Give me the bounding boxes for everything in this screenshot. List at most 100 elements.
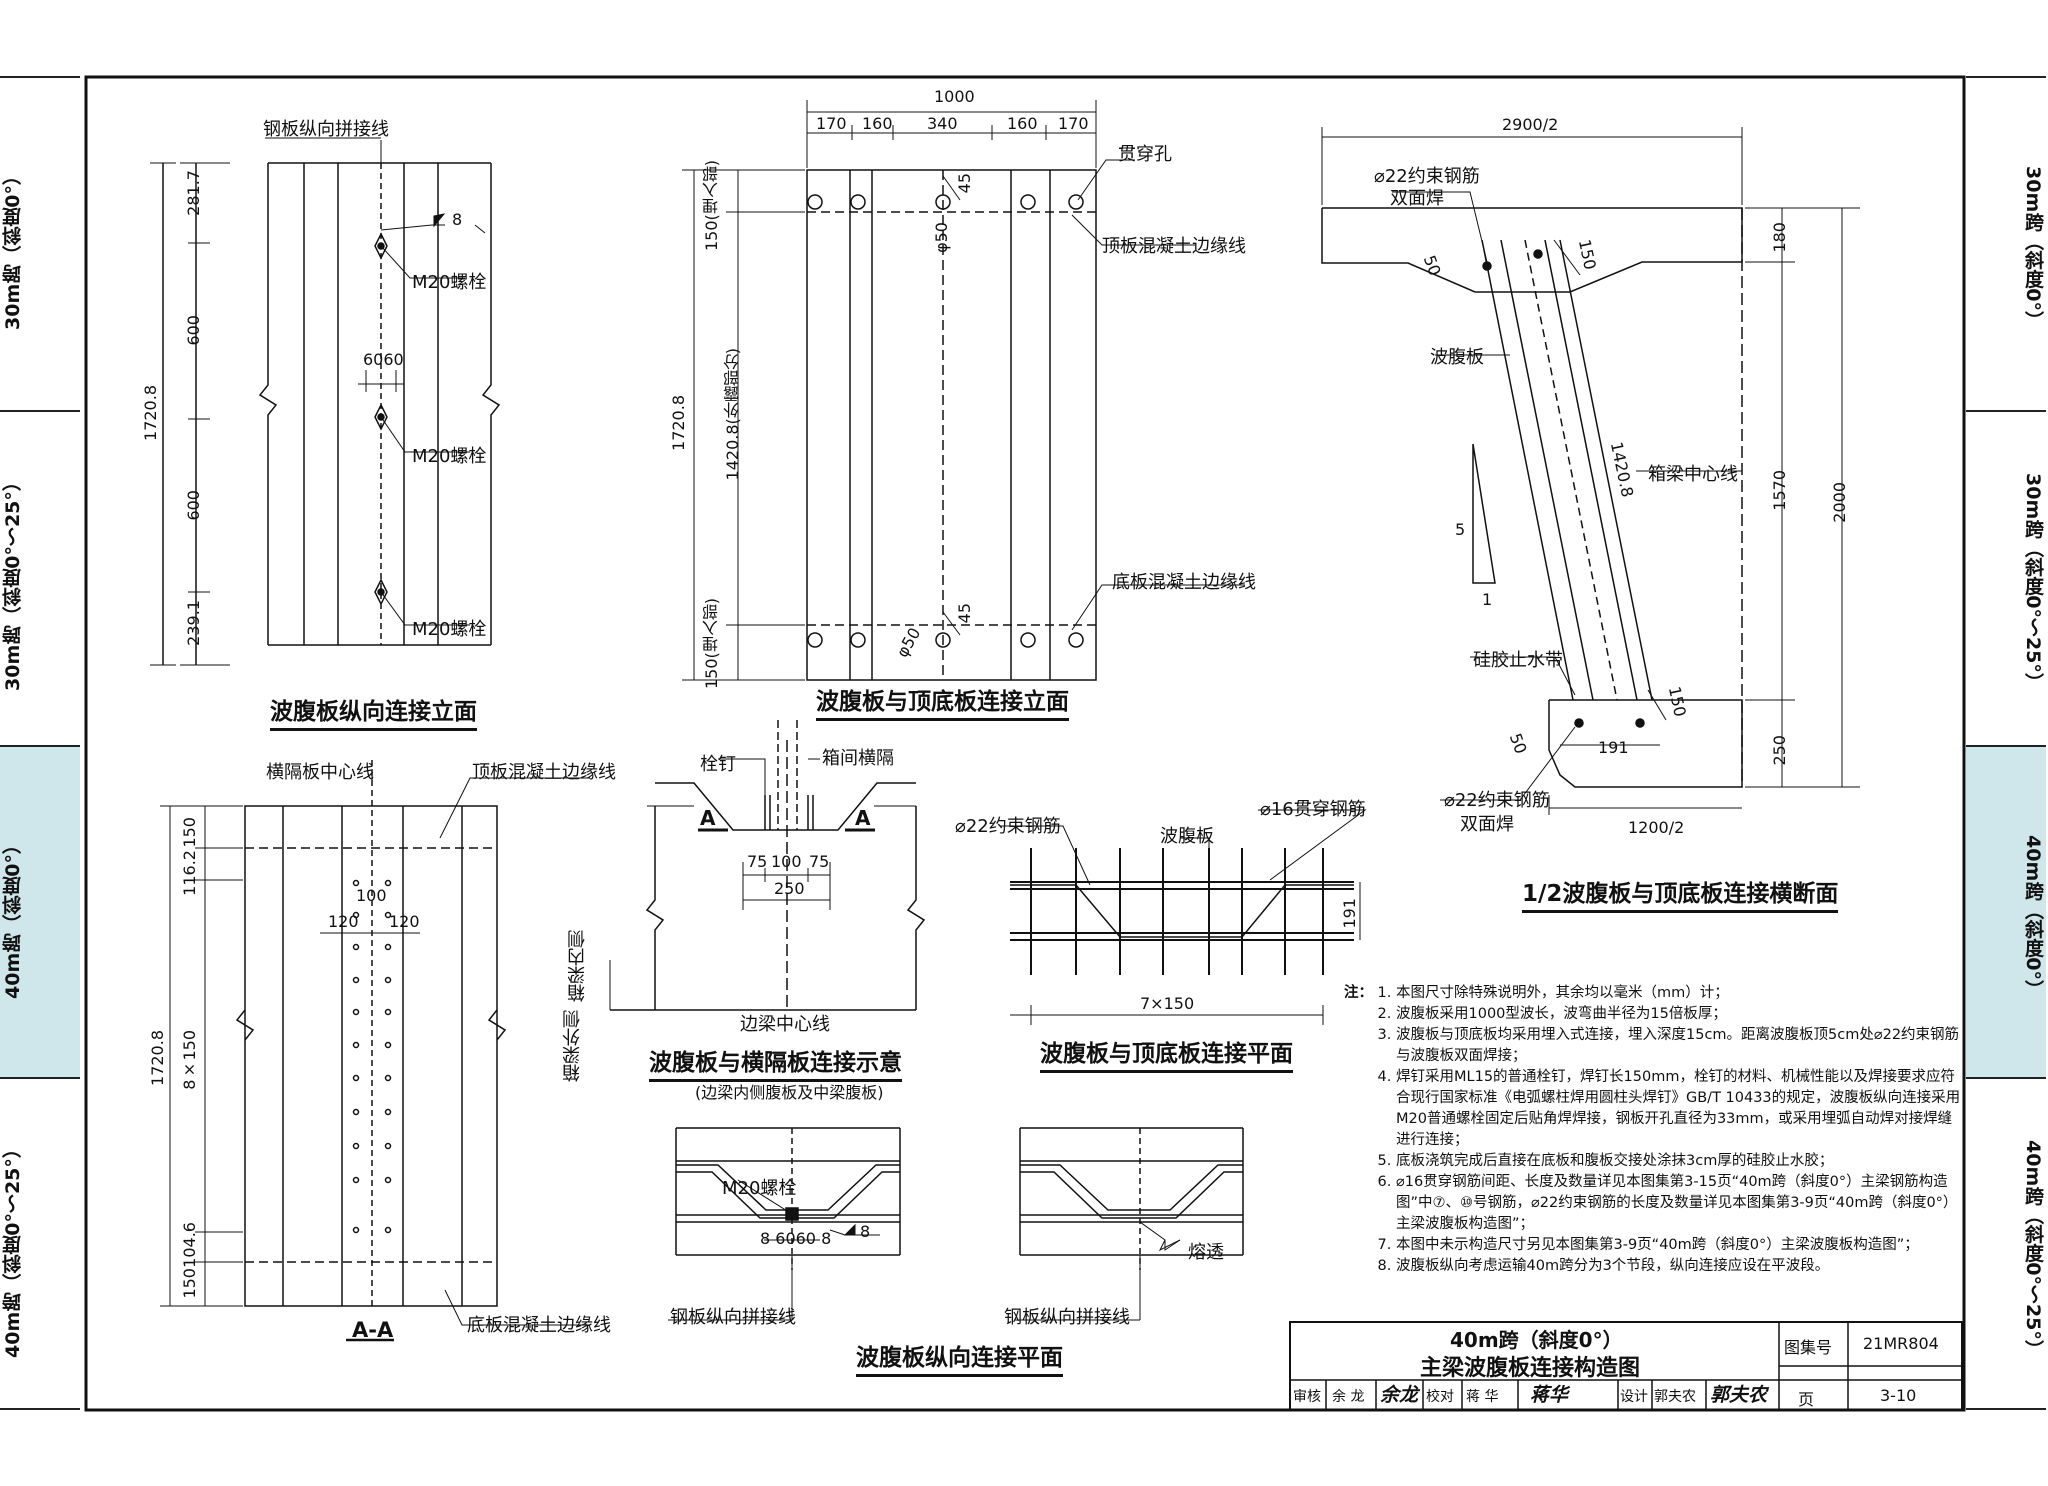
left-tab-1[interactable]: 30m跨（斜度0°） — [0, 76, 80, 410]
notes-head: 注： — [1344, 985, 1373, 1001]
title-block-lines — [1289, 1321, 1963, 1411]
fig5-diaphragm: 箱间横隔 — [822, 748, 894, 769]
check-signature: 蒋华 — [1530, 1384, 1569, 1406]
fig5-a-left: A — [700, 806, 716, 830]
fig-aa-dim-150b: 150 — [180, 1268, 199, 1299]
fig-aa-diaphragm-cl: 横隔板中心线 — [266, 762, 374, 783]
page-label: 页 — [1798, 1390, 1815, 1409]
right-tab-3[interactable]: 40m跨（斜度0°） — [1966, 745, 2046, 1077]
atlas-label: 图集号 — [1784, 1338, 1833, 1357]
fig2-total: 1720.8 — [669, 395, 688, 451]
fig6-dim-191: 191 — [1340, 898, 1359, 929]
fig-long-elev-dim-600b: 600 — [184, 490, 203, 521]
fig-long-elev-dim-weld8: 8 — [452, 210, 463, 229]
right-tab-4-label: 40m跨（斜度0°～25°） — [2022, 1139, 2044, 1359]
fig7-weld8: 8 — [860, 1222, 871, 1241]
left-tab-2[interactable]: 30m跨（斜度0°～25°） — [0, 410, 80, 745]
fig-aa-dim-104: 104.6 — [180, 1222, 199, 1268]
fig3-weld-bot: 双面焊 — [1460, 814, 1514, 835]
fig-aa-dim-120b: 120 — [389, 912, 420, 931]
fig2-dim-160a: 160 — [862, 114, 893, 133]
fig-aa-dim-120a: 120 — [328, 912, 359, 931]
fig-long-plan-lines — [668, 1127, 1244, 1321]
fig-aa-dim-total: 1720.8 — [148, 1030, 167, 1086]
fig2-hole-dia-top: φ50 — [932, 222, 951, 253]
fig5-a-right: A — [855, 806, 871, 830]
title-block-line1: 40m跨（斜度0°） — [1450, 1328, 1623, 1352]
fig5-subtitle: (边梁内侧腹板及中梁腹板) — [695, 1083, 884, 1102]
fig3-dim-2000: 2000 — [1830, 482, 1849, 523]
fig2-embed-bottom: 150(埋入部) — [702, 598, 721, 690]
left-tab-3[interactable]: 40m跨（斜度0°） — [0, 745, 80, 1077]
review-label: 审核 — [1293, 1389, 1321, 1405]
title-block: 40m跨（斜度0°） 主梁波腹板连接构造图 图集号 21MR804 审核 余 龙… — [1290, 1322, 1962, 1410]
left-tab-4[interactable]: 40m跨（斜度0°～25°） — [0, 1077, 80, 1410]
right-tab-2[interactable]: 30m跨（斜度0°～25°） — [1966, 410, 2046, 745]
fig-diaphragm-lines — [609, 720, 926, 1011]
fig7-bolt: M20螺栓 — [722, 1178, 797, 1199]
check-label: 校对 — [1426, 1389, 1454, 1405]
fig-aa-lines — [160, 760, 590, 1342]
fig6-web: 波腹板 — [1160, 826, 1214, 847]
fig6-rebar16: ⌀16贯穿钢筋 — [1260, 799, 1366, 820]
fig-long-elev-bolt-1: M20螺栓 — [412, 272, 487, 293]
fig3-slope-v: 5 — [1455, 520, 1466, 539]
fig7-weld-through: 熔透 — [1188, 1242, 1224, 1263]
fig5-inner: 箱梁内侧 — [567, 930, 588, 1002]
fig3-title: 1/2波腹板与顶底板连接横断面 — [1522, 874, 1839, 913]
fig3-seal: 硅胶止水带 — [1473, 650, 1563, 671]
review-signature: 余龙 — [1380, 1384, 1419, 1406]
note-5: 底板浇筑完成后直接在底板和腹板交接处涂抹3cm厚的硅胶止水胶； — [1396, 1151, 1964, 1172]
fig5-dim-100: 100 — [771, 852, 802, 871]
fig2-top-edge-label: 顶板混凝土边缘线 — [1102, 236, 1246, 257]
fig2-through-hole-label: 贯穿孔 — [1118, 144, 1172, 165]
note-6: ⌀16贯穿钢筋间距、长度及数量详见本图集第3-15页“40m跨（斜度0°）主梁钢… — [1396, 1172, 1964, 1235]
fig7-dims: 8 6060 8 — [760, 1229, 832, 1248]
fig3-bot-width: 1200/2 — [1628, 818, 1685, 837]
fig-long-elev-dim-6060: 6060 — [363, 350, 404, 369]
fig3-dim-180: 180 — [1770, 222, 1789, 253]
fig3-web: 波腹板 — [1430, 347, 1484, 368]
fig7-splice-left: 钢板纵向拼接线 — [670, 1307, 796, 1328]
fig-plan-lines — [1000, 809, 1367, 1025]
fig-aa-top-edge: 顶板混凝土边缘线 — [472, 762, 616, 783]
fig-long-elev-title: 波腹板纵向连接立面 — [270, 692, 477, 731]
fig2-d45-top: 45 — [955, 173, 974, 194]
fig2-dim-340: 340 — [927, 114, 958, 133]
atlas-number: 21MR804 — [1863, 1334, 1939, 1353]
fig-long-elev-bolt-3: M20螺栓 — [412, 619, 487, 640]
design-label: 设计 — [1620, 1389, 1648, 1405]
fig-long-elev-dim-600a: 600 — [184, 315, 203, 346]
fig-aa-dim-8x150: 8×150 — [180, 1030, 199, 1090]
fig6-title: 波腹板与顶底板连接平面 — [1040, 1034, 1293, 1073]
fig3-box-cl: 箱梁中心线 — [1648, 464, 1738, 485]
fig-long-elev-dim-239: 239.1 — [184, 600, 203, 646]
note-8: 波腹板纵向考虑运输40m跨分为3个节段，纵向连接应设在平波段。 — [1396, 1256, 1964, 1277]
fig-long-elev-dim-total: 1720.8 — [141, 385, 160, 441]
fig2-exposed: 1420.8(外露部分) — [723, 348, 742, 481]
fig5-outer: 箱梁外侧 — [562, 1010, 583, 1082]
fig2-bottom-edge-label: 底板混凝土边缘线 — [1112, 572, 1256, 593]
fig-long-elev-dim-281: 281.7 — [184, 170, 203, 216]
fig3-slope-h: 1 — [1482, 590, 1493, 609]
fig-long-elev-lines — [150, 137, 501, 666]
fig5-dim-250: 250 — [774, 879, 805, 898]
fig2-embed-top: 150(埋入部) — [702, 160, 721, 252]
right-tab-1[interactable]: 30m跨（斜度0°） — [1966, 76, 2046, 410]
fig2-dim-170b: 170 — [1058, 114, 1089, 133]
design-signature: 郭夫农 — [1710, 1384, 1768, 1406]
fig-long-elev-splice-label: 钢板纵向拼接线 — [263, 119, 389, 140]
fig-half-section-lines — [1321, 127, 1860, 815]
fig7-title: 波腹板纵向连接平面 — [856, 1338, 1063, 1377]
right-tab-4[interactable]: 40m跨（斜度0°～25°） — [1966, 1077, 2046, 1410]
fig7-splice-right: 钢板纵向拼接线 — [1004, 1307, 1130, 1328]
fig-aa-dim-150a: 150 — [180, 817, 199, 848]
note-3: 波腹板与顶底板均采用埋入式连接，埋入深度15cm。距离波腹板顶5cm处⌀22约束… — [1396, 1025, 1964, 1067]
note-4: 焊钉采用ML15的普通栓钉，焊钉长150mm，栓钉的材料、机械性能以及焊接要求应… — [1396, 1067, 1964, 1151]
fig-top-bottom-elev-lines — [682, 100, 1245, 681]
check-name: 蒋 华 — [1466, 1389, 1499, 1405]
fig5-title: 波腹板与横隔板连接示意 — [649, 1043, 902, 1082]
fig5-stud: 栓钉 — [700, 754, 736, 775]
